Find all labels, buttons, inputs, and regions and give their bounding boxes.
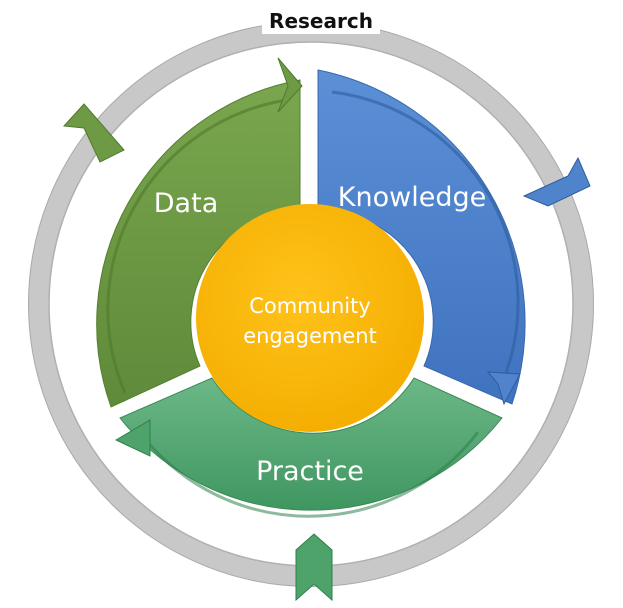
knowledge-label: Knowledge — [338, 182, 486, 213]
community-engagement-circle — [196, 204, 424, 432]
research-title-backing — [262, 4, 380, 34]
data-inward-arrow-icon — [62, 103, 125, 163]
practice-inward-arrow-icon — [295, 533, 333, 602]
knowledge-segment — [317, 69, 526, 405]
research-title: Research — [269, 9, 373, 33]
practice-segment-arrow-track — [144, 431, 480, 518]
knowledge-segment-arrow-track — [331, 90, 520, 389]
center-label-line2: engagement — [243, 324, 377, 348]
data-label: Data — [154, 188, 218, 219]
data-segment-arrow-track — [106, 98, 288, 394]
practice-label: Practice — [256, 456, 364, 487]
knowledge-segment-arrow-head — [486, 371, 521, 406]
practice-segment-arrow-head — [114, 419, 151, 457]
practice-segment — [119, 377, 503, 511]
center-label-line1: Community — [249, 294, 371, 318]
data-segment-arrow-head — [277, 57, 303, 113]
knowledge-inward-arrow-icon — [522, 156, 591, 207]
